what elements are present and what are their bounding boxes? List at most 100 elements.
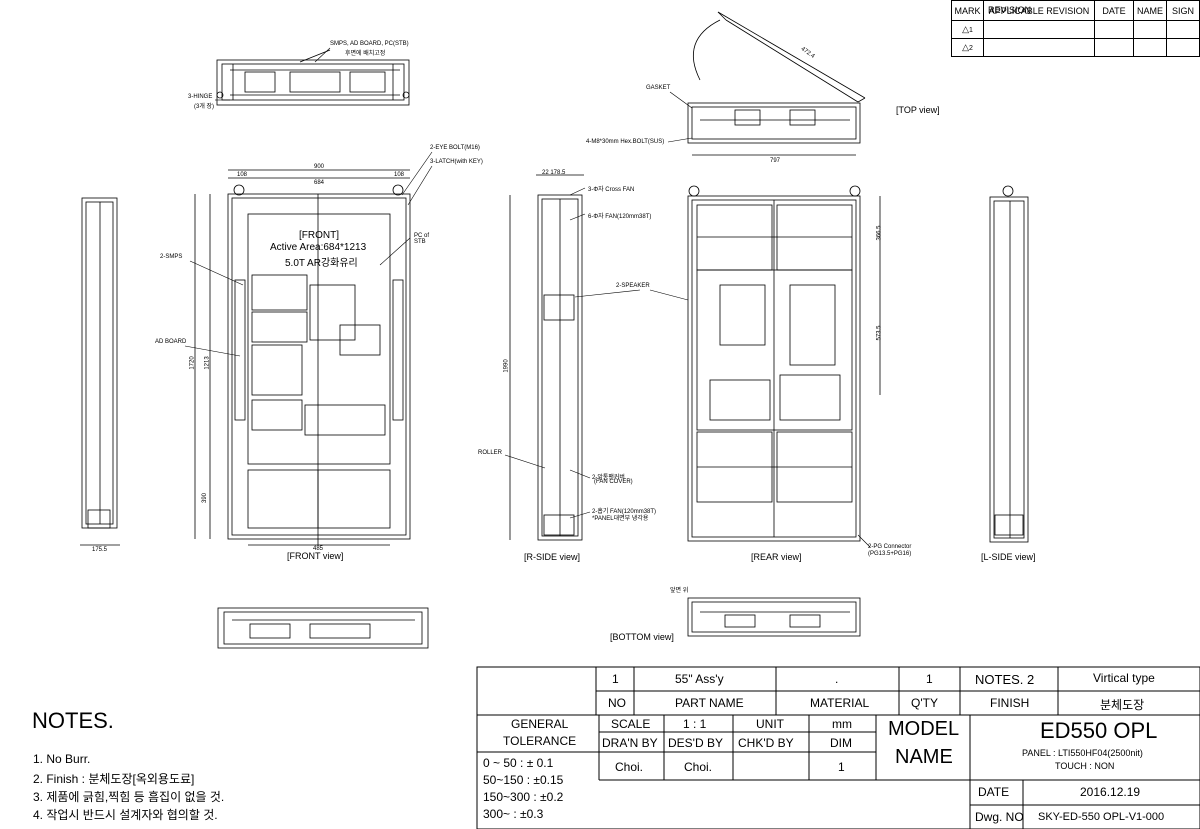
model-label-2: NAME [895, 746, 953, 768]
dwg-value: SKY-ED-550 OPL-V1-000 [1038, 811, 1165, 823]
header-row-material: MATERIAL [810, 696, 870, 710]
callout-hinge: 3-HINGE [188, 94, 213, 100]
left-narrow-side-view [80, 197, 120, 546]
leader-lines [184, 47, 871, 548]
tolerance-4: 300~ : ±0.3 [483, 807, 544, 821]
dim-label: DIM [830, 736, 852, 750]
part-row-part-name: 55" Ass'y [675, 672, 724, 686]
touch-spec: TOUCH : NON [1055, 761, 1115, 771]
callout-fan-bottom-sub: *PANEL대면부 냉각용 [592, 516, 649, 522]
model-label-1: MODEL [888, 718, 960, 740]
front-panel-line1: [FRONT] [299, 230, 339, 241]
view-label-bottom: [BOTTOM view] [610, 632, 674, 642]
dim-front-right: 108 [394, 172, 405, 178]
part-row-qty: 1 [926, 672, 933, 686]
drawn-by-label: DRA'N BY [602, 736, 658, 750]
header-row-no: NO [608, 696, 626, 710]
top-view-small [216, 49, 410, 106]
front-panel-line2: Active Area:684*1213 [270, 242, 367, 253]
front-view [194, 169, 411, 546]
part-row-remark: Virtical type [1093, 671, 1155, 685]
general-tolerance-1: GENERAL [511, 717, 569, 731]
dim-front-width: 900 [314, 164, 325, 170]
designed-by: Choi. [684, 760, 713, 774]
callout-roller: ROLLER [478, 450, 503, 456]
callout-fan-cover: 2-앞통팬커버 [592, 475, 625, 481]
callout-gasket: GASKET [646, 85, 671, 91]
callout-pc-stb: PC of STB [414, 233, 430, 245]
dim-rear-h1: 366.5 [876, 225, 883, 241]
scale-label: SCALE [611, 717, 651, 731]
rear-view [687, 185, 881, 542]
l-side-view [989, 185, 1029, 543]
dim-rear-h2: 573.5 [876, 325, 883, 341]
callout-smps-top-sub: 후면에 배치고정 [345, 51, 386, 57]
dim-side-height: 1990 [503, 359, 510, 373]
notes-item-1: 1. No Burr. [33, 752, 91, 766]
view-label-rear: [REAR view] [751, 552, 802, 562]
title-block-lines [476, 666, 1200, 829]
notes-title: NOTES. [32, 708, 114, 733]
unit-value: mm [832, 717, 852, 731]
view-label-r-side: [R-SIDE view] [524, 552, 581, 562]
header-row-qty: Q'TY [911, 696, 938, 710]
header-row-part-name: PART NAME [675, 696, 744, 710]
dim-front-left: 108 [237, 172, 248, 178]
callout-eye-bolt: 2-EYE BOLT(M16) [430, 145, 480, 151]
front-panel-line3: 5.0T AR강화유리 [285, 258, 358, 269]
designed-by-label: DES'D BY [668, 736, 723, 750]
dim-front-active: 1213 [204, 356, 211, 370]
tolerance-2: 50~150 : ±0.15 [483, 773, 564, 787]
part-row-material: . [835, 672, 839, 686]
dim-top-depth: 797 [770, 158, 781, 164]
dim-side-depth: 175.5 [92, 547, 108, 553]
view-label-top: [TOP view] [896, 105, 940, 115]
general-tolerance-2: TOLERANCE [503, 734, 577, 748]
date-value: 2016.12.19 [1080, 785, 1141, 799]
bottom-view [687, 597, 861, 637]
tolerance-1: 0 ~ 50 : ± 0.1 [483, 756, 554, 770]
notes-item-4: 4. 작업시 반드시 설계자와 협의할 것. [33, 808, 218, 822]
revision-header-date: DATE [1094, 0, 1134, 21]
revision-mark-2: △2 [951, 38, 984, 57]
callout-cross-fan: 3-Φ자 Cross FAN [588, 187, 635, 193]
callout-hinge-sub: (3개 장) [194, 104, 215, 110]
callout-bottom-label: 앞면 위 [670, 588, 689, 594]
callout-fan-cover-sub: (FAN COVER) [594, 479, 633, 485]
revision-table: MARK APPLICABLE REVISION DATE NAME SIGN … [951, 0, 1200, 57]
notes-item-2: 2. Finish : 분체도장[옥외용도료] [33, 772, 195, 786]
panel-spec: PANEL : LTI550HF04(2500nit) [1022, 748, 1143, 758]
dwg-label: Dwg. NO [975, 810, 1024, 824]
view-label-front: [FRONT view] [287, 551, 344, 561]
callout-ad-board: AD BOARD [155, 339, 187, 345]
callout-latch: 3-LATCH(with KEY) [430, 159, 483, 165]
scale-value: 1 : 1 [683, 717, 707, 731]
revision-header-mark: MARK [951, 0, 984, 21]
dim-front-lower: 390 [202, 492, 209, 504]
callout-fan-bottom: 2-흡기 FAN(120mm38T) [592, 509, 657, 515]
r-side-view [509, 174, 584, 541]
model-name: ED550 OPL [1040, 718, 1158, 743]
revision-header-name: NAME [1133, 0, 1167, 21]
dim-front-bottom-width: 485 [313, 546, 324, 552]
callout-fan-120: 6-Φ자 FAN(120mm38T) [588, 214, 652, 220]
revision-header-revision: REVISION [988, 5, 1032, 15]
header-row-finish: FINISH [990, 696, 1030, 710]
dim-side-top: 22 178.5 [542, 170, 566, 176]
dim-value: 1 [838, 760, 845, 774]
callout-smps: 2-SMPS [160, 254, 183, 260]
part-row-no: 1 [612, 672, 619, 686]
dim-front-height: 1720 [189, 356, 196, 370]
revision-mark-1: △1 [951, 20, 984, 39]
tolerance-3: 150~300 : ±0.2 [483, 790, 564, 804]
unit-label: UNIT [756, 717, 784, 731]
drawn-by: Choi. [615, 760, 644, 774]
callout-hex-bolt: 4-M8*30mm Hex.BOLT(SUS) [586, 139, 665, 145]
callout-speaker: 2-SPEAKER [616, 283, 650, 289]
revision-header-sign: SIGN [1166, 0, 1200, 21]
notes-item-3: 3. 제품에 긁힘,찍힘 등 흠집이 없을 것. [33, 790, 225, 804]
view-label-l-side: [L-SIDE view] [981, 552, 1036, 562]
top-view-open-lid [687, 11, 866, 156]
bottom-view-small [217, 607, 429, 649]
